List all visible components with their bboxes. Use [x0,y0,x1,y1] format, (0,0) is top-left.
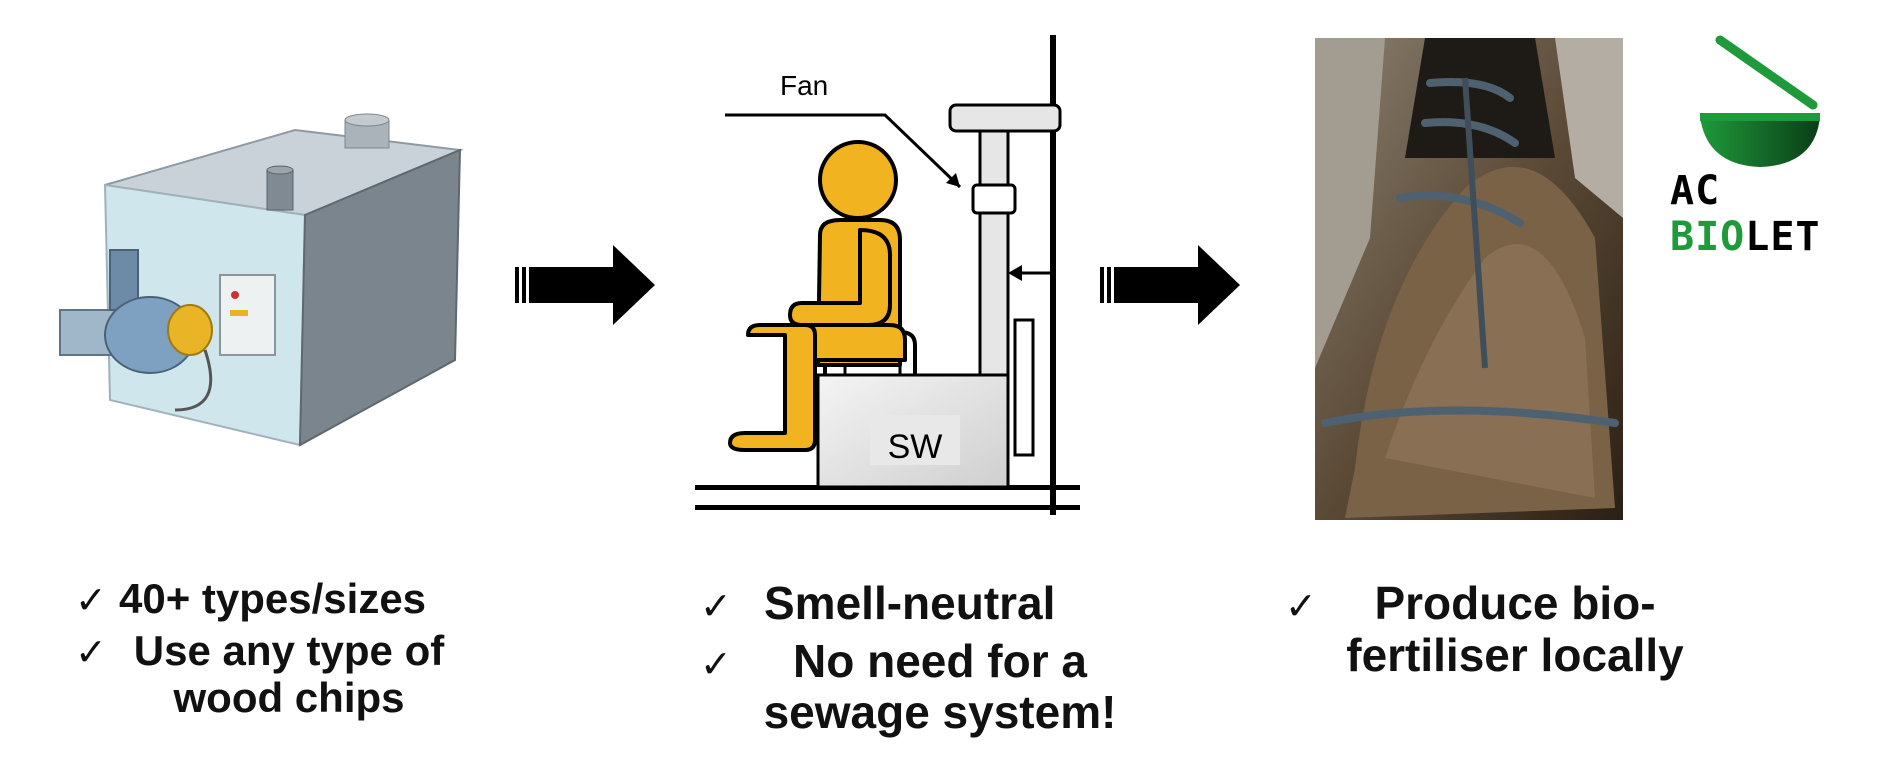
feature-item: ✓ Smell-neutral [700,577,1056,629]
logo-text-let: LET [1745,214,1821,260]
check-icon: ✓ [700,643,732,686]
feature-item: ✓ Produce bio-fertiliser locally [1285,577,1684,681]
check-icon: ✓ [1285,586,1317,628]
arrow-right-icon [515,245,655,325]
feature-item: ✓ No need for a sewage system! [700,634,1117,739]
arrow-right-icon [1100,245,1240,325]
boiler-illustration [59,113,464,447]
composter-features: ✓ Produce bio-fertiliser locally [1285,577,1705,681]
logo-text-ac: AC [1670,168,1721,214]
acbiolet-logo-icon [1700,35,1820,167]
dry-toilet-diagram: Fan SW [695,35,1080,515]
fan-label: Fan [780,70,828,101]
check-icon: ✓ [75,631,107,674]
composter-photo [1315,38,1623,520]
logo-text-bio: BIO [1670,214,1746,260]
feature-item: ✓ Use any type of wood chips [75,626,445,721]
feature-item: ✓ 40+ types/sizes [75,575,427,622]
person-icon [728,140,907,452]
check-icon: ✓ [700,586,732,628]
logo-wordmark: AC BIOLET [1670,168,1883,260]
toilet-features: ✓ Smell-neutral ✓ No need for a sewage s… [700,577,1120,739]
check-icon: ✓ [75,580,107,622]
boiler-features: ✓ 40+ types/sizes ✓ Use any type of wood… [75,575,495,721]
sw-label: SW [888,428,943,466]
